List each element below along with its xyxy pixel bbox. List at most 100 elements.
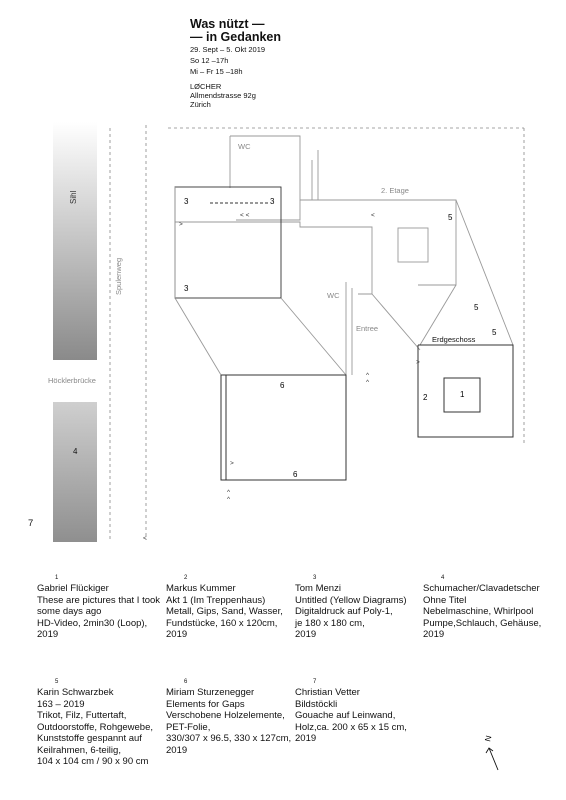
- work-line: 2019: [166, 629, 188, 640]
- date-range: 29. Sept – 5. Okt 2019: [190, 45, 266, 54]
- north-label: N: [483, 734, 493, 742]
- projection-lines: [174, 187, 514, 376]
- room-number-1: 1: [460, 390, 465, 399]
- sihl-label: Sihl: [69, 190, 78, 204]
- arrow-mark: <: [143, 535, 147, 542]
- room-3-outline: [174, 186, 282, 299]
- hours-weekdays: Mi – Fr 15 –18h: [190, 67, 243, 76]
- room-number-6: 6: [280, 381, 285, 390]
- wc-top-label: WC: [238, 142, 251, 151]
- work-entry-2: 2 Markus Kummer Akt 1 (Im Treppenhaus) M…: [166, 573, 296, 641]
- hours-sunday: So 12 –17h: [190, 56, 229, 65]
- artist-name: Gabriel Flückiger: [37, 583, 109, 594]
- work-number: 2: [184, 575, 188, 581]
- work-entry-6: 6 Miriam Sturzenegger Elements for Gaps …: [166, 677, 296, 756]
- etage-label: 2. Etage: [381, 186, 409, 195]
- room-number-2: 2: [423, 393, 428, 402]
- arrow-mark: < <: [240, 212, 250, 219]
- work-entry-5: 5 Karin Schwarzbek 163 – 2019 Trikot, Fi…: [37, 677, 167, 768]
- hoecklerbruecke-label: Höcklerbrücke: [48, 376, 96, 385]
- room-number-5: 5: [448, 213, 453, 222]
- work-line: HD-Video, 2min30 (Loop),: [37, 617, 148, 629]
- work-line: Verschobene Holzelemente,: [166, 710, 285, 721]
- work-line: Outdoorstoffe, Rohgewebe,: [37, 721, 154, 733]
- work-line: 2019: [423, 629, 445, 640]
- room-number-6: 6: [293, 470, 298, 479]
- room-number-3: 3: [270, 197, 275, 206]
- spulenweg-label: Spulenweg: [114, 258, 123, 295]
- arrow-mark: ^: [366, 372, 370, 379]
- work-line: Untitled (Yellow Diagrams): [295, 594, 407, 606]
- venue-address: LØCHER Allmendstrasse 92g Zürich: [190, 82, 256, 109]
- river-section-4: [53, 402, 97, 542]
- venue-name: LØCHER: [190, 82, 222, 91]
- work-number: 5: [55, 679, 59, 685]
- artist-name: Markus Kummer: [166, 583, 236, 594]
- north-arrow-icon: N: [483, 734, 499, 771]
- artist-name: Schumacher/Clavadetscher: [423, 583, 540, 594]
- room-number-5: 5: [474, 303, 479, 312]
- work-line: Keilrahmen, 6-teilig,: [37, 744, 121, 756]
- room-number-5: 5: [492, 328, 497, 337]
- artist-name: Miriam Sturzenegger: [166, 687, 255, 698]
- arrow-mark: <: [371, 212, 375, 219]
- floor-plan: Sihl Spulenweg Höcklerbrücke 4 WC WC 2. …: [48, 122, 525, 542]
- work-line: Akt 1 (Im Treppenhaus): [166, 594, 266, 606]
- exhibition-title: Was nützt — — in Gedanken: [190, 18, 281, 44]
- work-line: je 180 x 180 cm,: [295, 617, 365, 629]
- artist-name: Tom Menzi: [295, 583, 341, 594]
- work-line: 2019: [295, 629, 317, 640]
- work-line: Metall, Gips, Sand, Wasser,: [166, 606, 283, 617]
- work-line: PET-Folie,: [166, 721, 211, 733]
- arrow-mark: ^: [227, 489, 231, 496]
- work-line: 2019: [295, 733, 317, 744]
- entree-label: Entree: [356, 324, 378, 333]
- work-number: 7: [313, 679, 317, 685]
- title-line-1: Was nützt —: [190, 17, 265, 31]
- work-line: Gouache auf Leinwand,: [295, 710, 396, 721]
- work-entry-3: 3 Tom Menzi Untitled (Yellow Diagrams) D…: [295, 573, 425, 641]
- work-line: 2019: [166, 744, 188, 756]
- work-line: Trikot, Filz, Futtertaft,: [37, 710, 127, 721]
- work-entry-1: 1 Gabriel Flückiger These are pictures t…: [37, 573, 167, 641]
- work-number: 3: [313, 575, 317, 581]
- opening-hours: 29. Sept – 5. Okt 2019 So 12 –17h Mi – F…: [190, 44, 265, 77]
- work-line: Holz,ca. 200 x 65 x 15 cm,: [295, 721, 407, 733]
- work-entry-4: 4 Schumacher/Clavadetscher Ohne Titel Ne…: [423, 573, 553, 641]
- arrow-mark: ^: [366, 379, 370, 386]
- arrow-mark: >: [230, 460, 234, 467]
- arrow-mark: ^: [227, 496, 231, 503]
- work-line: Digitaldruck auf Poly-1,: [295, 606, 393, 617]
- work-line: Elements for Gaps: [166, 698, 245, 710]
- work-line: Ohne Titel: [423, 594, 467, 606]
- artist-name: Karin Schwarzbek: [37, 687, 114, 698]
- room-1-fill: [418, 355, 512, 437]
- work-line: Pumpe,Schlauch, Gehäuse,: [423, 617, 542, 629]
- venue-street: Allmendstrasse 92g: [190, 91, 256, 100]
- work-number: 1: [55, 575, 59, 581]
- work-line: Nebelmaschine, Whirlpool: [423, 606, 534, 617]
- wc-mid-label: WC: [327, 291, 340, 300]
- work-line: 2019: [37, 629, 59, 640]
- arrow-mark: >: [416, 359, 420, 366]
- sihl-river: [53, 122, 97, 360]
- room-number-3: 3: [184, 197, 189, 206]
- river-number-4: 4: [73, 447, 78, 456]
- work-line: These are pictures that I took: [37, 594, 161, 606]
- work-line: 330/307 x 96.5, 330 x 127cm,: [166, 733, 292, 744]
- work-line: some days ago: [37, 606, 102, 617]
- title-line-2: — in Gedanken: [190, 30, 281, 44]
- arrow-mark: >: [179, 221, 183, 228]
- venue-city: Zürich: [190, 100, 211, 109]
- erdgeschoss-label: Erdgeschoss: [432, 335, 476, 344]
- work-entry-7: 7 Christian Vetter Bildstöckli Gouache a…: [295, 677, 425, 745]
- work-number: 6: [184, 679, 188, 685]
- corner-number: 7: [28, 518, 34, 529]
- ground-floor-plan: [220, 344, 514, 481]
- artist-name: Christian Vetter: [295, 687, 360, 698]
- work-number: 4: [441, 575, 445, 581]
- work-line: Kunststoffe gespannt auf: [37, 733, 142, 744]
- work-line: 104 x 104 cm / 90 x 90 cm: [37, 756, 149, 767]
- room-number-3: 3: [184, 284, 189, 293]
- work-line: Bildstöckli: [295, 698, 338, 710]
